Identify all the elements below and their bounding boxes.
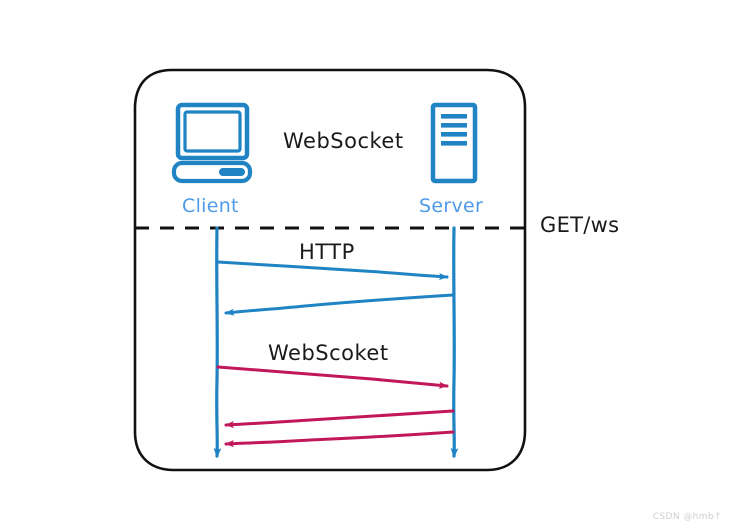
server-bar-1 xyxy=(441,114,467,119)
diagram-title: WebSocket xyxy=(283,129,404,153)
http-response-arrow xyxy=(224,293,455,316)
websocket-phase-label: WebScoket xyxy=(268,341,389,365)
http-phase-label: HTTP xyxy=(299,240,355,264)
server-bar-4 xyxy=(441,141,467,146)
server-bar-3 xyxy=(441,132,467,137)
computer-base xyxy=(171,160,253,184)
server-lifeline xyxy=(450,226,459,458)
http-request-arrow xyxy=(216,260,449,281)
ws-message-in-1-arrow xyxy=(224,409,455,429)
client-lifeline xyxy=(213,226,222,458)
csdn-watermark: CSDN @hmb↑ xyxy=(652,512,722,522)
server-label: Server xyxy=(419,195,483,217)
client-label: Client xyxy=(182,195,239,217)
ws-message-in-2-arrow xyxy=(224,430,455,448)
desktop-computer-icon xyxy=(171,102,253,184)
monitor-screen xyxy=(183,110,242,153)
get-ws-label: GET/ws xyxy=(540,213,619,237)
server-rack-icon xyxy=(430,102,478,184)
server-bar-2 xyxy=(441,123,467,128)
ws-message-out-arrow xyxy=(216,365,449,389)
monitor-outer-frame xyxy=(175,102,250,161)
base-indicator xyxy=(219,168,245,176)
